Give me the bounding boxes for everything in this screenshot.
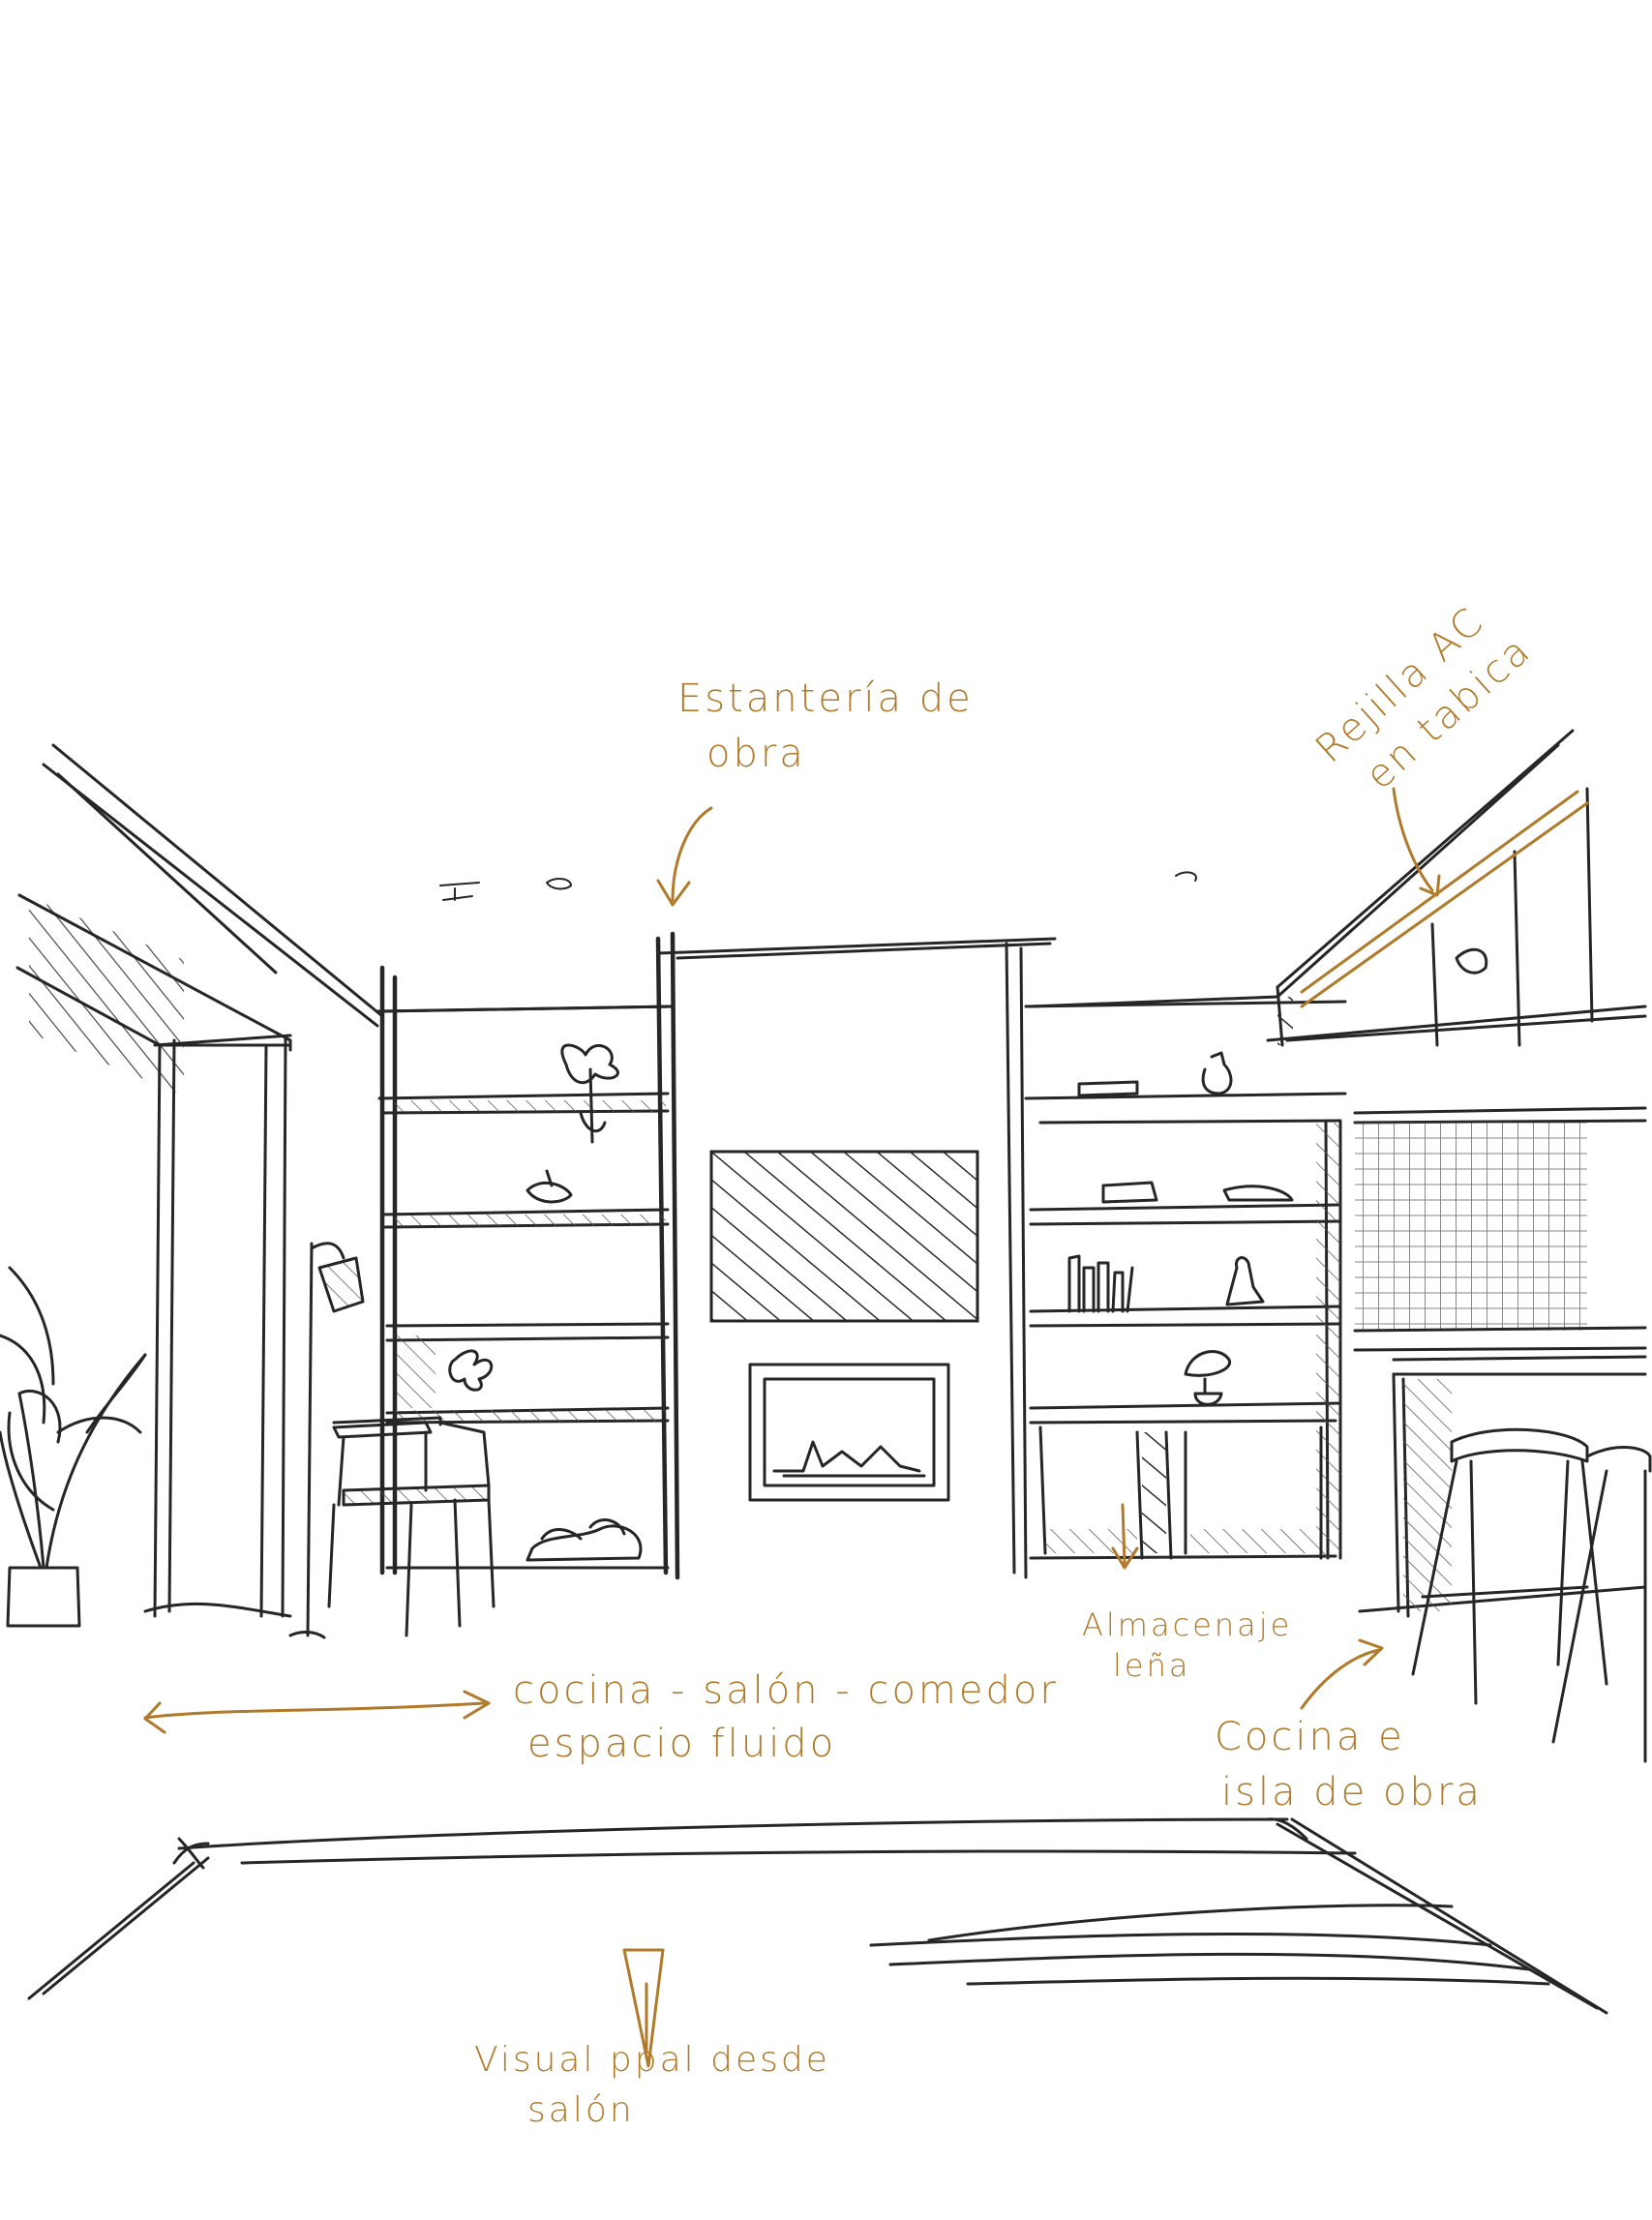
ceiling-spotlights xyxy=(439,871,1197,901)
annotation-kitchen-line1: Cocina e xyxy=(1215,1715,1405,1759)
annotation-firewood-line2: leña xyxy=(1113,1647,1190,1684)
annotation-shelving-line2: obra xyxy=(706,732,806,776)
potted-plant xyxy=(0,1266,147,1628)
shelf-decor-right xyxy=(1067,1051,1294,1406)
annotation-open-space-line2: espacio fluido xyxy=(527,1722,836,1766)
annotation-shelving: Estantería de obra xyxy=(677,676,974,776)
kitchen-island xyxy=(1353,1326,1647,1618)
left-column xyxy=(143,1035,292,1618)
fireplace xyxy=(748,1363,950,1502)
kitchen-backsplash xyxy=(1355,1123,1587,1331)
rug xyxy=(27,1817,1608,2015)
annotation-open-space: cocina - salón - comedor espacio fluido xyxy=(513,1668,1059,1766)
annotation-view-line2: salón xyxy=(527,2090,635,2130)
right-shelving-unit xyxy=(1024,1000,1347,1560)
ceiling-lines xyxy=(42,729,1575,1028)
tv-screen xyxy=(709,1150,979,1323)
annotation-kitchen: Cocina e isla de obra xyxy=(1215,1715,1483,1815)
chimney-breast xyxy=(656,937,1057,1579)
annotation-ac-grille: Rejilla AC en tabica xyxy=(1307,598,1541,798)
annotation-shelving-line1: Estantería de xyxy=(677,676,974,721)
annotation-open-space-line1: cocina - salón - comedor xyxy=(513,1668,1059,1713)
shelf-decor-left xyxy=(448,1043,643,1562)
bar-stools xyxy=(1411,1427,1652,1763)
annotation-arrows xyxy=(143,787,1589,2068)
left-shelving-unit xyxy=(375,931,680,1580)
floor-lamp xyxy=(288,1242,365,1639)
annotation-firewood: Almacenaje leña xyxy=(1082,1606,1292,1684)
annotation-view: Visual ppal desde salón xyxy=(474,2040,830,2130)
annotation-view-line1: Visual ppal desde xyxy=(474,2040,830,2080)
annotation-kitchen-line2: isla de obra xyxy=(1221,1770,1483,1815)
dining-chair xyxy=(327,1416,496,1637)
annotation-firewood-line1: Almacenaje xyxy=(1082,1606,1292,1643)
firewood-storage xyxy=(1038,1425,1323,1560)
